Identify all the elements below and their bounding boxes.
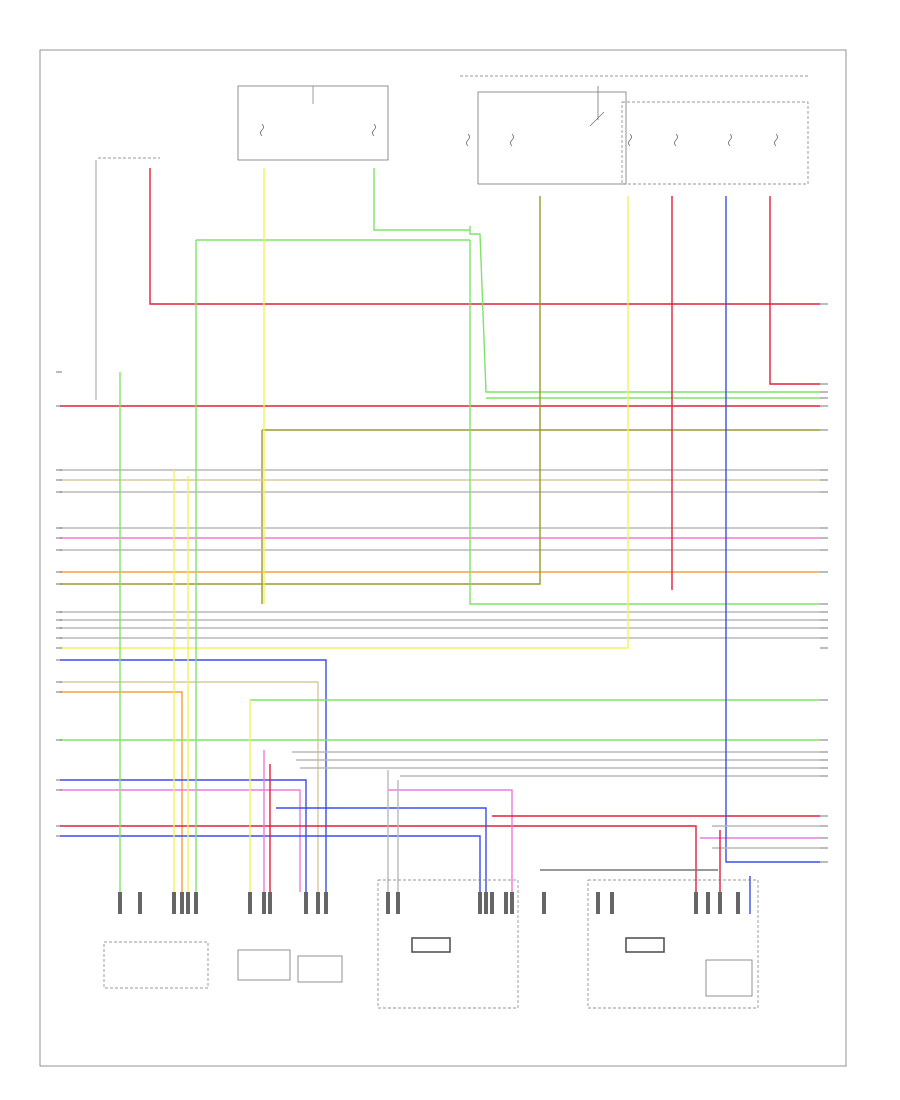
top-components [98,75,810,185]
fuse-symbol-4 [728,133,732,147]
switch-contact [589,111,605,127]
connector-pin-0 [118,892,122,914]
sensor-box-left [103,941,209,989]
connector-pin-14 [478,892,482,914]
connector-pin-7 [262,892,266,914]
connector-pin-13 [396,892,400,914]
connector-ticks [56,303,828,863]
wire-31 [60,789,301,892]
wire-20 [60,196,629,649]
fuse-symbol-0 [260,123,264,137]
fuse-symbol-6 [510,133,514,147]
fuse-symbols [260,123,778,147]
connector-pin-6 [248,892,252,914]
heater-element-b [625,937,665,953]
wire-2 [769,196,820,385]
connector-pin-23 [706,892,710,914]
diagram-border [39,49,847,1067]
fuse-symbol-7 [466,133,470,147]
sensor-box-right-a [377,879,519,1009]
wire-14 [60,196,541,585]
connector-pin-5 [194,892,198,914]
wire-30 [60,779,307,892]
connector-pin-3 [180,892,184,914]
wire-34 [388,789,513,892]
fuse-symbol-1 [372,123,376,137]
sensor-box-right-b [587,879,759,1009]
wire-41 [725,196,820,863]
connector-pin-16 [490,892,494,914]
bottom-components [103,879,759,1009]
connector-pin-11 [324,892,328,914]
wire-35 [276,807,487,892]
connector-pin-2 [172,892,176,914]
wire-22 [60,681,319,892]
connector-pin-1 [138,892,142,914]
wire-15 [469,240,820,605]
fuse-area-right [621,101,809,185]
heater-element-a [411,937,451,953]
wire-23 [60,691,183,892]
connector-pin-20 [596,892,600,914]
wire-harness [60,160,820,914]
connector-pin-24 [718,892,722,914]
connector-pin-4 [186,892,190,914]
connector-pin-15 [484,892,488,914]
ecm-inner-block [705,959,753,997]
connector-pin-18 [510,892,514,914]
connector-pin-22 [694,892,698,914]
fuse-symbol-3 [674,133,678,147]
connector-pin-10 [316,892,320,914]
connector-pins [118,892,740,914]
wire-48 [373,168,470,231]
fuse-symbol-2 [628,133,632,147]
connector-pin-19 [542,892,546,914]
connector-pin-8 [268,892,272,914]
fuse-symbol-5 [774,133,778,147]
connector-pin-25 [736,892,740,914]
connector-pin-21 [610,892,614,914]
wire-33 [60,835,481,892]
connector-pin-9 [304,892,308,914]
connector-pin-17 [504,892,508,914]
connector-pin-12 [386,892,390,914]
wire-21 [60,659,327,892]
sensor-box-mid-a [237,949,291,981]
wire-3 [469,226,820,393]
relay-block [477,91,627,185]
wire-0 [149,168,820,305]
sensor-box-mid-b [297,955,343,983]
